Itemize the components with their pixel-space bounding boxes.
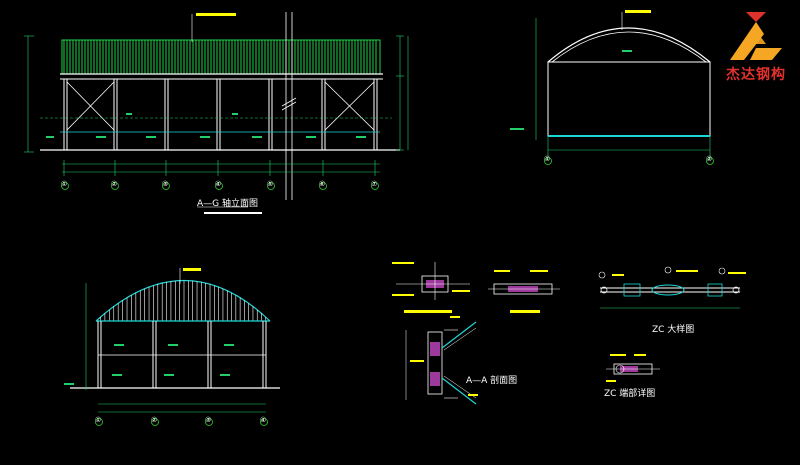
main-axis-bubbles	[61, 182, 379, 190]
detail-2	[488, 270, 560, 313]
end-axis-label-1: ①	[544, 155, 551, 163]
axis-label-7: ⑦	[371, 180, 378, 188]
arch-roof-inner	[551, 31, 707, 63]
section-axis-label-2: ②	[151, 416, 158, 424]
main-caption: A—G 轴立面图	[197, 199, 258, 209]
section-axis-bubbles	[95, 418, 268, 426]
zc-big-caption: ZC 大样图	[652, 325, 695, 335]
aa-caption: A—A 剖面图	[466, 376, 518, 386]
section-columns	[97, 321, 267, 388]
detail-1	[392, 262, 470, 313]
level-tags	[46, 113, 366, 138]
end-axis-2	[706, 157, 714, 165]
detail-zc-big	[598, 266, 746, 309]
section-axis-label-3: ③	[205, 416, 212, 424]
axis-label-5: ⑤	[267, 180, 274, 188]
break-line	[281, 12, 297, 200]
company-logo: 杰达钢构	[716, 8, 796, 90]
bay-dimensions	[62, 160, 380, 176]
section-axis-label-1: ①	[95, 416, 102, 424]
axis-label-2: ②	[111, 180, 118, 188]
end-axis-1	[544, 157, 552, 165]
section-arch	[95, 280, 271, 322]
end-roof-note	[625, 10, 651, 13]
axis-label-6: ⑥	[319, 180, 326, 188]
end-axis-label-2: ②	[706, 155, 713, 163]
detail-zc-node	[606, 354, 660, 382]
cross-bracing	[66, 81, 375, 131]
roof-panel	[61, 39, 381, 75]
section-view	[64, 268, 280, 426]
height-dimensions	[24, 35, 409, 153]
axis-label-4: ④	[215, 180, 222, 188]
caption-note	[204, 212, 262, 214]
arch-roof	[547, 27, 711, 63]
axis-label-3: ③	[162, 180, 169, 188]
roof-note	[196, 13, 236, 16]
logo-mark-icon	[730, 12, 782, 60]
zc-node-caption: ZC 端部详图	[604, 389, 656, 399]
detail-aa	[405, 316, 478, 405]
main-elevation-view	[24, 12, 409, 214]
arch-ribs	[100, 280, 267, 321]
end-elevation-view	[510, 10, 714, 165]
roof-ribs	[63, 40, 377, 74]
columns	[63, 79, 378, 150]
axis-label-1: ①	[61, 180, 68, 188]
end-wall	[547, 61, 711, 137]
section-axis-label-4: ④	[260, 416, 267, 424]
logo-text: 杰达钢构	[726, 67, 786, 83]
